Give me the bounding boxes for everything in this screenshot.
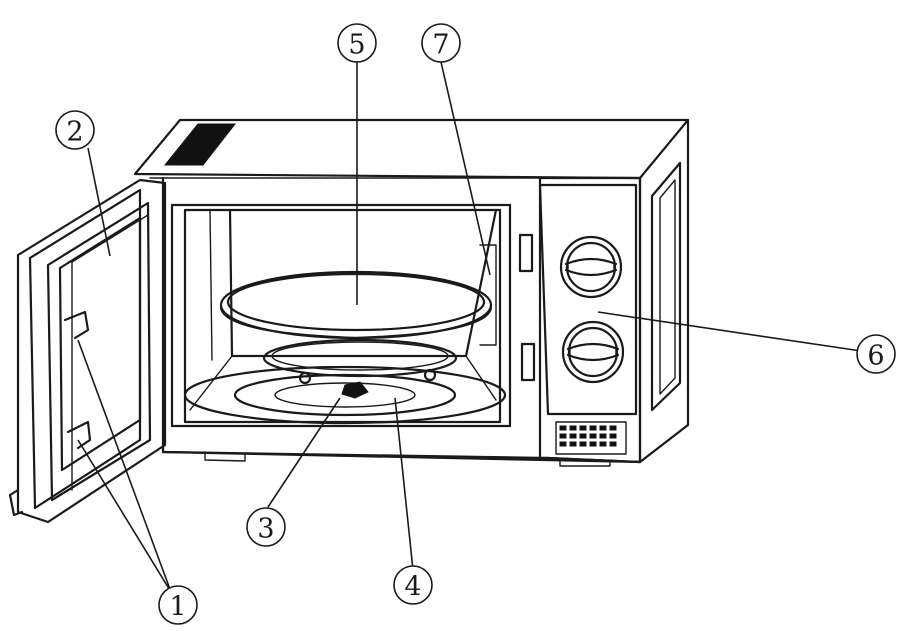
- power-knob-icon: [561, 320, 625, 384]
- callout-4-label: 4: [404, 572, 421, 603]
- callout-7-label: 7: [432, 30, 449, 61]
- callout-5-label: 5: [348, 30, 365, 61]
- control-panel: [538, 176, 642, 464]
- oven-cavity: [170, 203, 512, 428]
- waveguide-cover: [479, 244, 497, 346]
- callout-2-label: 2: [66, 117, 83, 148]
- turntable-shaft: [341, 381, 369, 399]
- callout-6-label: 6: [867, 341, 884, 372]
- callout-3-label: 3: [257, 514, 274, 545]
- callout-1: 1: [158, 585, 198, 625]
- callout-6: 6: [856, 334, 896, 374]
- callout-5: 5: [337, 23, 377, 63]
- callout-1-label: 1: [169, 592, 186, 623]
- timer-knob-icon: [559, 235, 623, 299]
- door-latch-holes: [518, 233, 536, 382]
- oven-door: [8, 178, 167, 524]
- glass-tray: [219, 270, 493, 340]
- leader-lines: [77, 61, 869, 593]
- turntable-ring-support: [262, 338, 458, 385]
- panel-vent-grille: [555, 421, 627, 455]
- callout-7: 7: [421, 23, 461, 63]
- callout-4: 4: [393, 565, 433, 605]
- callout-3: 3: [246, 507, 286, 547]
- callout-2: 2: [55, 110, 95, 150]
